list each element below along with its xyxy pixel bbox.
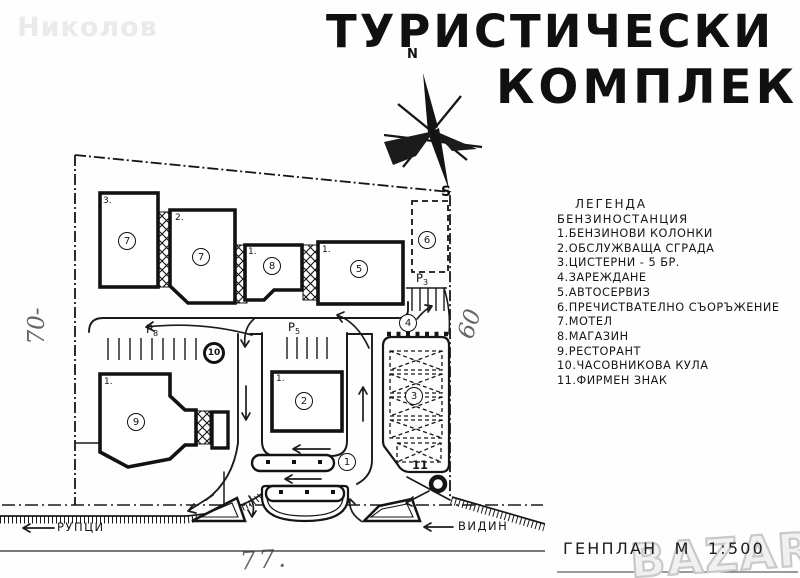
parking-letter: P (146, 322, 153, 336)
watermark-artist: Николов (17, 12, 158, 43)
restaurant-annex (210, 410, 230, 450)
marker-motel-a: 7 (118, 232, 136, 250)
legend-item-num: 2. (557, 241, 569, 255)
marker-service-bldg: 2 (295, 392, 313, 410)
legend-item-num: 9. (557, 344, 569, 358)
legend-item-num: 11. (557, 374, 577, 388)
corner-label-motel-b: 2. (175, 213, 184, 223)
cistern-area (381, 331, 451, 494)
parking-label-p3: P3 (416, 271, 428, 287)
marker-brand-sign: 11 (412, 458, 429, 472)
compass-rose (383, 73, 483, 190)
traffic-islands (191, 496, 422, 523)
parking-letter: P (416, 271, 423, 285)
legend-item-num: 5. (557, 285, 569, 299)
legend-item-label: ПРЕЧИСТВАТЕЛНО СЪОРЪЖЕНИЕ (568, 300, 780, 314)
legend-item: 1.БЕНЗИНОВИ КОЛОНКИ (557, 227, 780, 242)
parking-letter: P (288, 320, 295, 334)
compass-south-label: S (441, 184, 452, 200)
compass-north-label: N (407, 47, 418, 62)
legend-item: 3.ЦИСТЕРНИ - 5 БР. (557, 256, 780, 271)
fuel-islands (250, 453, 350, 523)
parking-label-p5: P5 (288, 320, 300, 336)
marker-refuel: 4 (399, 314, 417, 332)
legend-item: 4.ЗАРЕЖДАНЕ (557, 271, 780, 286)
legend-item-num: 8. (557, 329, 569, 343)
page-title-line2: КОМПЛЕКС (496, 60, 800, 115)
footer-caption: ГЕНПЛАН М 1:500 (563, 539, 766, 558)
corner-label-service-bldg: 1. (276, 374, 285, 384)
parking-combs (107, 287, 447, 360)
marker-cisterns: 3 (405, 387, 423, 405)
restaurant-connector (195, 410, 211, 445)
corner-label-shop: 1. (248, 247, 257, 257)
legend-item-label: ЦИСТЕРНИ - 5 БР. (568, 256, 680, 270)
pencil-dim-bottom: 77. (239, 543, 290, 576)
marker-treatment: 6 (418, 231, 436, 249)
legend-item-num: 10. (557, 359, 577, 373)
legend-item-num: 1. (557, 227, 569, 240)
pencil-dim-left: 70- (24, 307, 50, 345)
legend-item-label: ФИРМЕН ЗНАК (576, 374, 668, 388)
building-restaurant (98, 372, 198, 469)
legend-item-label: БЕНЗИНОВИ КОЛОНКИ (568, 227, 713, 240)
marker-autoservice: 5 (350, 260, 368, 278)
road-label-right: ВИДИН (458, 519, 509, 533)
marker-motel-b: 7 (192, 248, 210, 266)
legend-item: 6.ПРЕЧИСТВАТЕЛНО СЪОРЪЖЕНИЕ (557, 301, 780, 316)
legend-item: 10.ЧАСОВНИКОВА КУЛА (557, 359, 780, 374)
corner-label-motel-a: 3. (103, 196, 112, 206)
corner-label-autoservice: 1. (322, 245, 331, 255)
legend-item: 11.ФИРМЕН ЗНАК (557, 374, 780, 389)
legend-item-label: ОБСЛУЖВАЩА СГРАДА (568, 241, 715, 255)
buildings (98, 191, 405, 469)
brand-sign-symbol (428, 474, 448, 494)
legend-item-label: ЧАСОВНИКОВА КУЛА (576, 359, 709, 373)
marker-pumps: 1 (338, 453, 356, 471)
page-title-line1: ТУРИСТИЧЕСКИ (326, 5, 774, 58)
parking-sub: 5 (294, 327, 301, 336)
legend-item: 2.ОБСЛУЖВАЩА СГРАДА (557, 242, 780, 257)
flow-arrows (22, 304, 454, 533)
legend-item-label: МОТЕЛ (568, 315, 613, 329)
marker-shop: 8 (263, 257, 281, 275)
parking-sub: 8 (152, 329, 159, 338)
legend-item: 9.РЕСТОРАНТ (557, 345, 780, 360)
parking-sub: 3 (422, 278, 429, 287)
legend-item-label: АВТОСЕРВИЗ (568, 285, 651, 299)
legend-item-num: 4. (557, 271, 569, 285)
building-treatment (411, 200, 449, 273)
legend-item-label: ЗАРЕЖДАНЕ (568, 271, 647, 285)
marker-restaurant: 9 (127, 413, 145, 431)
parking-label-p8: P8 (146, 322, 158, 338)
corner-label-restaurant: 1. (104, 377, 113, 387)
legend-subheading: БЕНЗИНОСТАНЦИЯ (557, 212, 689, 226)
marker-clock-tower: 10 (203, 342, 225, 364)
legend-item-label: РЕСТОРАНТ (568, 344, 641, 358)
road-label-left: РУПЦИ (57, 520, 105, 534)
legend-item-label: МАГАЗИН (568, 329, 629, 343)
building-motel-a (98, 191, 160, 289)
legend-item: 8.МАГАЗИН (557, 330, 780, 345)
legend-item: 5.АВТОСЕРВИЗ (557, 286, 780, 301)
legend-item-num: 3. (557, 256, 569, 270)
legend-heading: ЛЕГЕНДА (575, 197, 648, 211)
legend-item: 7.МОТЕЛ (557, 315, 780, 330)
legend-item-num: 7. (557, 315, 569, 329)
legend: 1.БЕНЗИНОВИ КОЛОНКИ 2.ОБСЛУЖВАЩА СГРАДА … (557, 227, 780, 389)
legend-item-num: 6. (557, 300, 569, 314)
